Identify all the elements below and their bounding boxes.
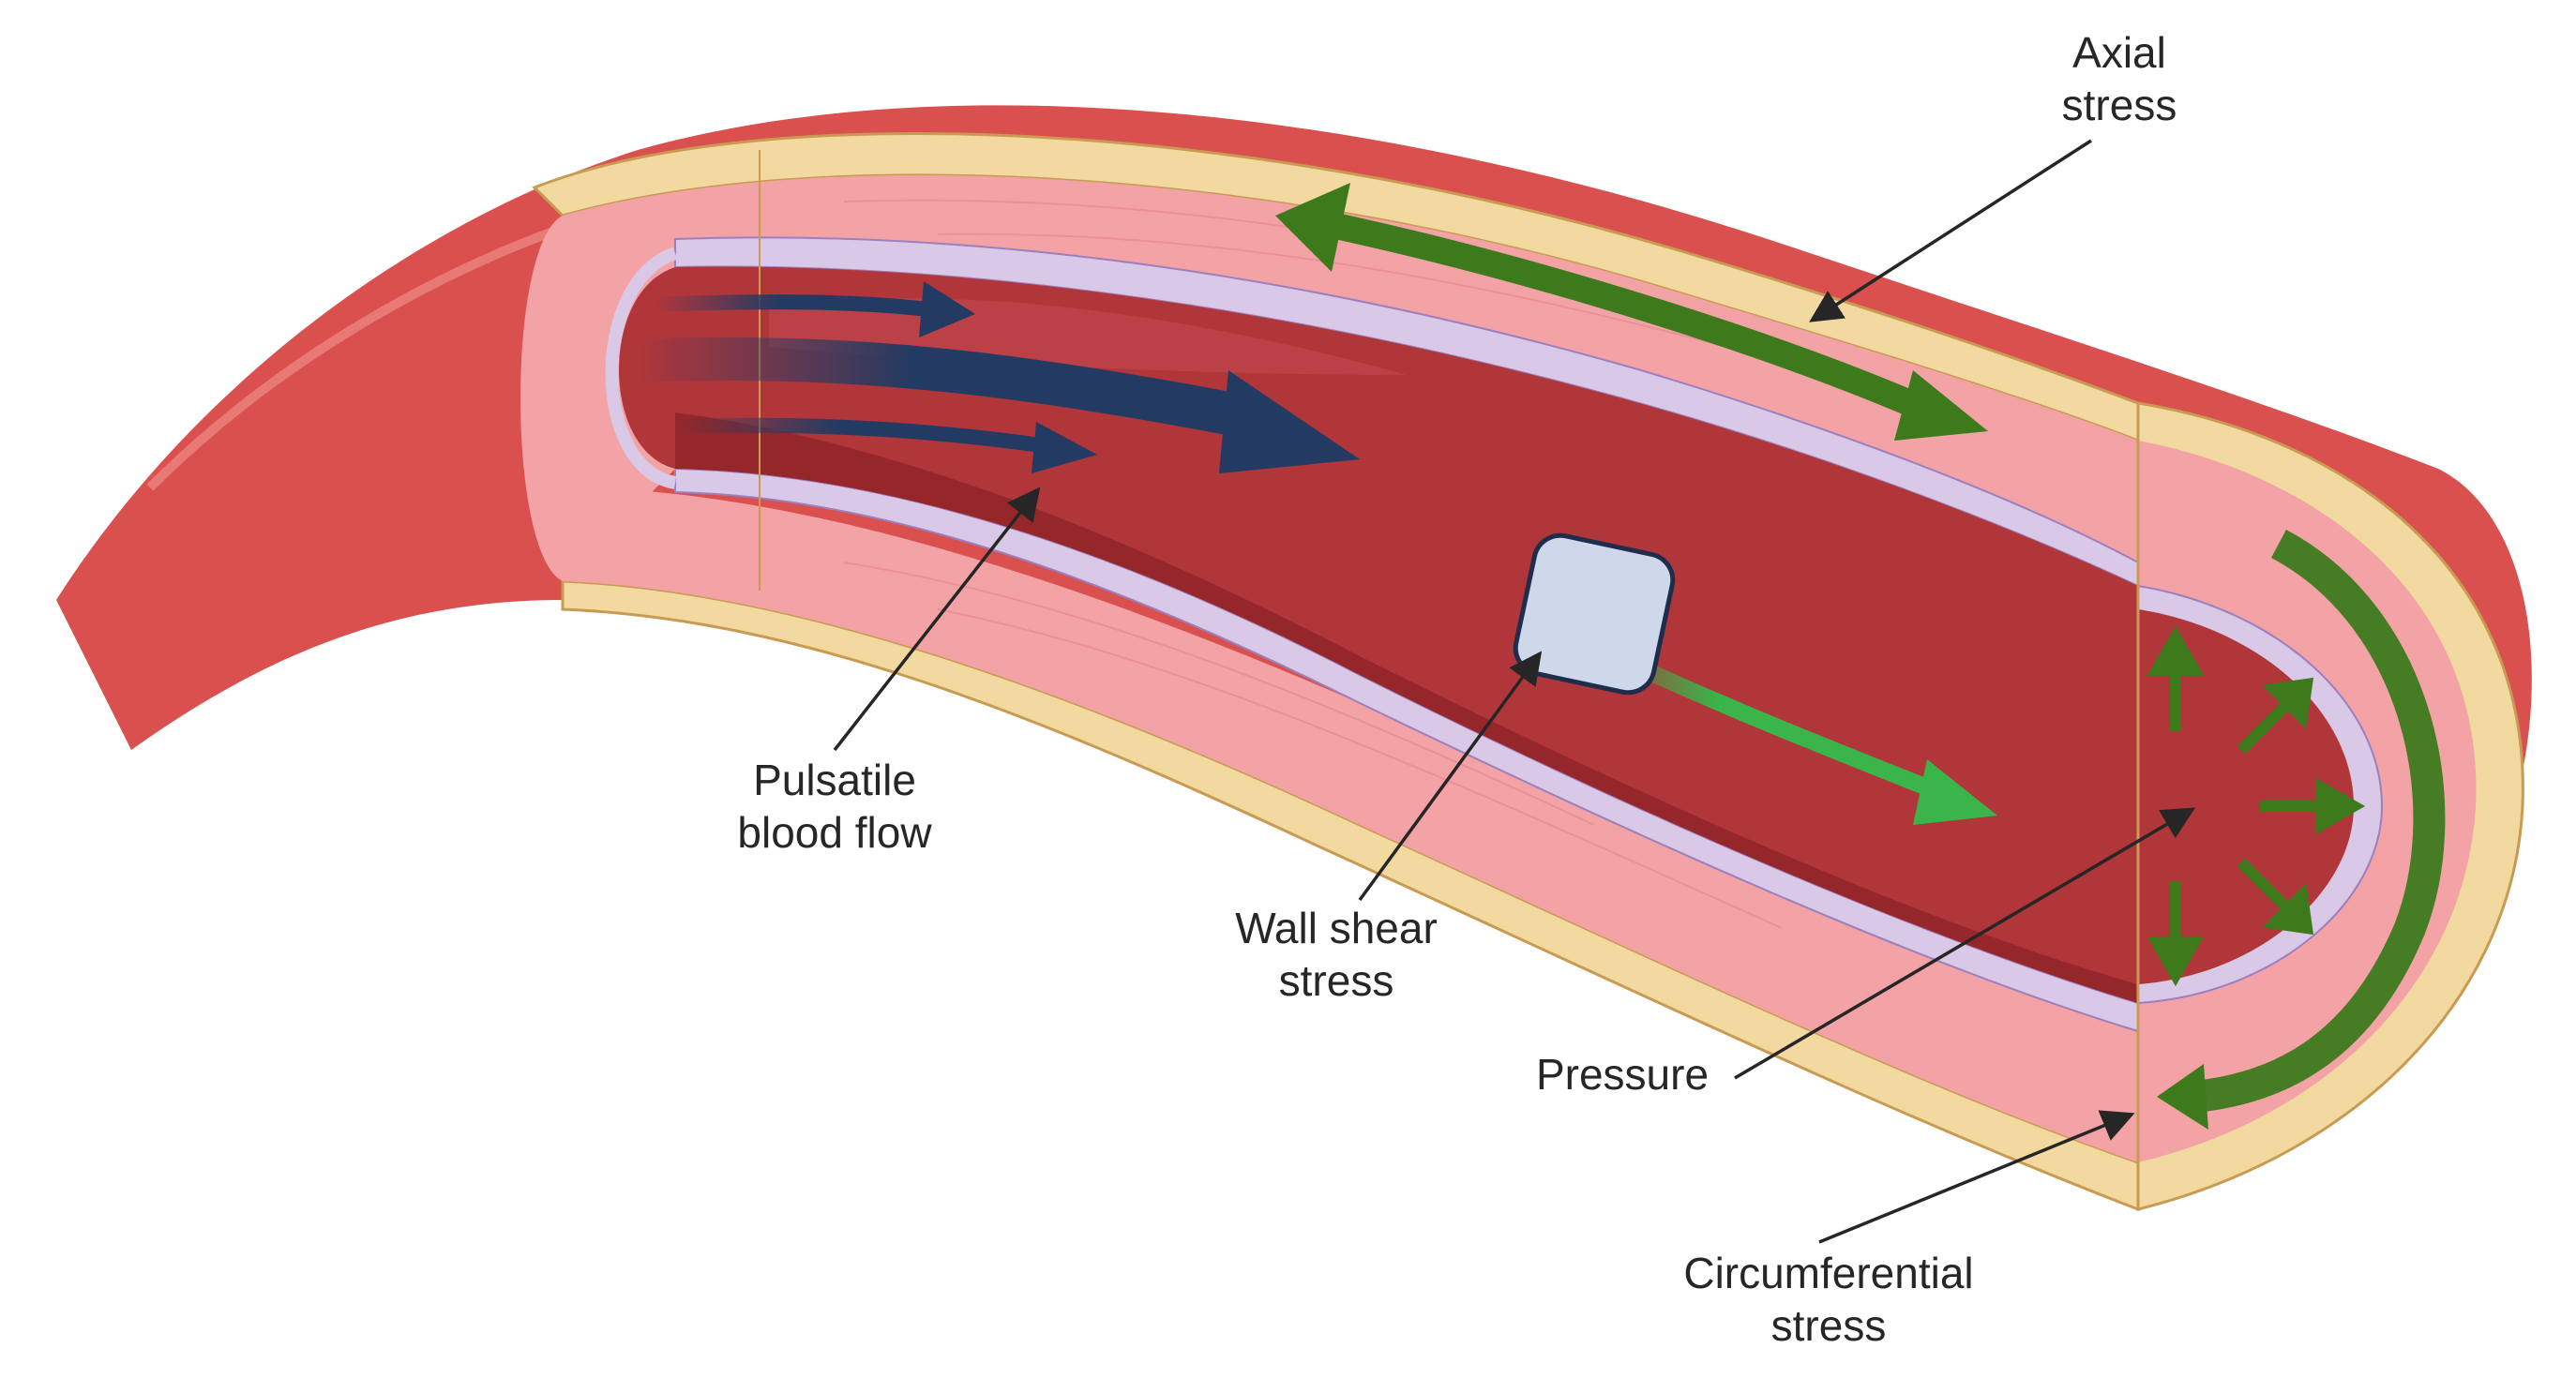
leader-circumferential — [1818, 1110, 2135, 1244]
lumen — [619, 266, 2138, 1004]
tail-fade — [0, 375, 375, 844]
flow-arrow-bottom-head — [1032, 422, 1097, 473]
wall-shear-element — [1513, 532, 1997, 825]
leader-pressure — [1734, 807, 2196, 1080]
wall-shear-stress-label: Wall shear stress — [1235, 904, 1438, 1005]
left-intima-rim — [605, 247, 678, 489]
axial-stress-arrow — [1275, 183, 1988, 441]
pressure-label: Pressure — [1535, 1050, 1710, 1099]
flow-arrow-top-head — [919, 281, 975, 337]
flow-arrow-bottom — [674, 417, 1043, 453]
lumen-shadow — [675, 412, 2138, 1003]
pressure-arrows — [2147, 625, 2366, 987]
pulsatile-blood-flow-label: Pulsatile blood flow — [737, 756, 932, 857]
circumferential-stress-arrow — [2157, 530, 2446, 1130]
circumferential-stress-label: Circumferential stress — [1683, 1249, 1974, 1350]
leader-lines — [833, 139, 2196, 1244]
flow-arrow-main — [636, 337, 1252, 439]
axial-stress-label: Axial stress — [2061, 28, 2177, 129]
left-cross-section — [520, 216, 675, 581]
flow-arrow-top — [655, 294, 929, 317]
media-layer-lower — [563, 487, 2138, 1162]
shear-square-icon — [1513, 532, 1676, 696]
flow-arrow-main-head — [1219, 370, 1360, 473]
leader-pulsatile — [833, 487, 1041, 752]
leader-axial — [1809, 139, 2092, 322]
pulsatile-flow-arrows — [636, 281, 1360, 473]
leader-wall-shear — [1358, 651, 1543, 902]
